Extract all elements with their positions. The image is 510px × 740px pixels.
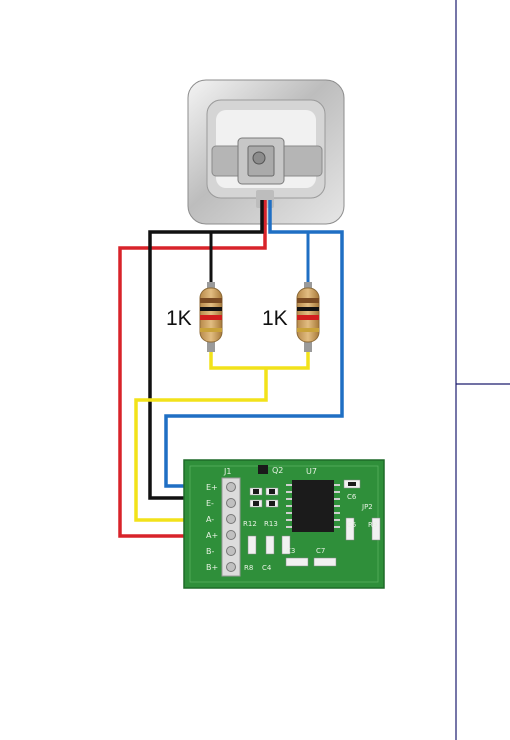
pin-label-e-plus: E+: [206, 483, 218, 492]
label-c6: C6: [347, 493, 357, 501]
chip-u7: [286, 480, 340, 532]
header-pin: [226, 498, 236, 508]
resistor-left-label: 1K: [166, 307, 192, 330]
yellow-wire-to-board: [134, 368, 268, 522]
header-pin: [226, 546, 236, 556]
label-c5: C5: [347, 521, 356, 529]
pin-label-b-minus: B-: [206, 547, 214, 556]
resistor-right: [296, 282, 320, 352]
pin-label-a-plus: A+: [206, 531, 218, 540]
header-label: J1: [223, 467, 231, 476]
label-c7: C7: [316, 547, 325, 555]
black-wire: [148, 200, 264, 500]
header-pin: [226, 514, 236, 524]
label-c4: C4: [262, 564, 272, 572]
label-r8: R8: [244, 564, 253, 572]
pin-header: [221, 477, 241, 577]
label-r13: R13: [264, 520, 278, 528]
red-wire: [118, 200, 267, 538]
pin-label-b-plus: B+: [206, 563, 218, 572]
pin-label-e-minus: E-: [206, 499, 214, 508]
label-r9: R9: [368, 521, 377, 529]
header-pin: [226, 482, 236, 492]
header-pin: [226, 530, 236, 540]
yellow-wire: [209, 350, 310, 370]
pin-label-a-minus: A-: [206, 515, 214, 524]
resistor-right-label: 1K: [262, 307, 288, 330]
label-r12: R12: [243, 520, 257, 528]
header-pin: [226, 562, 236, 572]
transistor: [258, 465, 268, 474]
chip-label: U7: [306, 467, 317, 476]
transistor-label: Q2: [272, 466, 283, 475]
hx711-board: E+ E- A- A+ B- B+ J1 Q2 U7: [183, 459, 385, 589]
resistor-left: [199, 282, 223, 352]
blue-wire: [164, 200, 344, 488]
label-jp2: JP2: [361, 503, 373, 511]
label-c3: C3: [286, 547, 295, 555]
